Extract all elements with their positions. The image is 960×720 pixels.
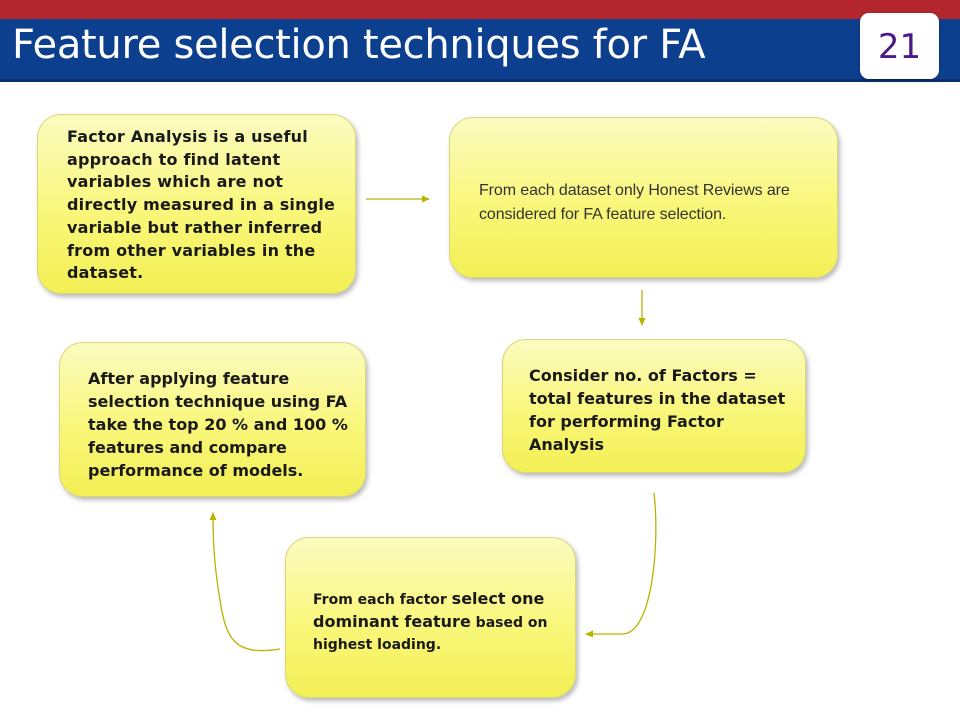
- slide-title: Feature selection techniques for FA: [12, 22, 706, 68]
- flow-step-3-text: Consider no. of Factors = total features…: [529, 366, 786, 454]
- slide-number-badge: 21: [860, 13, 939, 79]
- flow-step-4-text-emphasis: select one dominant feature: [313, 589, 545, 631]
- connector-arrow-step4-to-step5: [209, 512, 281, 652]
- flow-step-5-text: After applying feature selection techniq…: [88, 369, 348, 480]
- flow-step-4-text: From each factor select one dominant fea…: [313, 588, 575, 656]
- flow-step-4-text-part-1: From each factor: [313, 592, 452, 608]
- flow-step-2-text: From each dataset only Honest Reviews ar…: [479, 182, 790, 223]
- flow-step-compare-models: After applying feature selection techniq…: [59, 342, 366, 497]
- top-accent-stripe: [0, 0, 960, 19]
- flow-step-4-text-part-3: based on highest loading.: [313, 615, 548, 653]
- connector-arrow-step3-to-step4: [585, 492, 657, 638]
- flow-step-number-of-factors: Consider no. of Factors = total features…: [502, 339, 806, 473]
- flow-step-factor-analysis-definition: Factor Analysis is a useful approach to …: [37, 114, 356, 294]
- flow-step-select-dominant-feature: From each factor select one dominant fea…: [285, 537, 576, 698]
- title-bar-rule: [0, 79, 960, 82]
- flow-step-1-text: Factor Analysis is a useful approach to …: [67, 127, 336, 283]
- flow-step-honest-reviews: From each dataset only Honest Reviews ar…: [449, 117, 838, 278]
- title-bar: [0, 19, 960, 82]
